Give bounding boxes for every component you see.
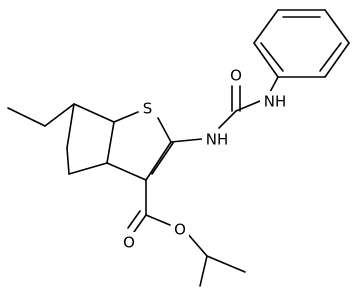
bond bbox=[106, 121, 115, 164]
bond bbox=[186, 232, 208, 257]
bond bbox=[206, 255, 246, 273]
bond bbox=[113, 111, 139, 123]
bond bbox=[73, 103, 115, 123]
bond bbox=[218, 110, 237, 129]
bond bbox=[253, 9, 279, 44]
svg-text:S: S bbox=[143, 100, 153, 118]
bond bbox=[199, 255, 208, 287]
isopropyl-ester bbox=[127, 179, 246, 287]
atom-label-urea-oxygen: O bbox=[227, 65, 245, 85]
phenyl-ring bbox=[253, 9, 350, 78]
bond bbox=[145, 214, 171, 226]
bond bbox=[324, 42, 350, 78]
atom-label-amide-nitrogen: NH bbox=[202, 129, 232, 149]
bond bbox=[7, 107, 46, 127]
thiophene-ring bbox=[106, 111, 174, 181]
svg-text:O: O bbox=[230, 67, 242, 85]
bond bbox=[44, 103, 75, 127]
bond bbox=[106, 162, 147, 181]
bond bbox=[157, 117, 172, 143]
atom-label-ester-ether-oxygen: O bbox=[171, 219, 189, 239]
atom-label-ester-carbonyl-oxygen: O bbox=[120, 232, 138, 252]
bond bbox=[151, 142, 174, 175]
bond bbox=[170, 138, 203, 143]
bond bbox=[68, 162, 108, 175]
svg-text:NH: NH bbox=[206, 131, 229, 149]
svg-text:NH: NH bbox=[264, 93, 287, 111]
bond bbox=[260, 42, 284, 72]
atom-label-aniline-nitrogen: NH bbox=[260, 91, 290, 111]
atom-label-sulfur: S bbox=[139, 98, 156, 118]
bond bbox=[127, 210, 141, 229]
bond bbox=[319, 42, 342, 72]
bond bbox=[253, 42, 279, 78]
urea-linkage bbox=[170, 76, 279, 143]
svg-text:O: O bbox=[123, 234, 135, 252]
svg-text:O: O bbox=[174, 221, 186, 239]
bond bbox=[133, 214, 147, 233]
bond bbox=[324, 9, 350, 44]
bond bbox=[66, 147, 70, 175]
bond bbox=[145, 141, 172, 181]
bond bbox=[66, 103, 75, 149]
cyclohexene-ring bbox=[7, 103, 115, 175]
